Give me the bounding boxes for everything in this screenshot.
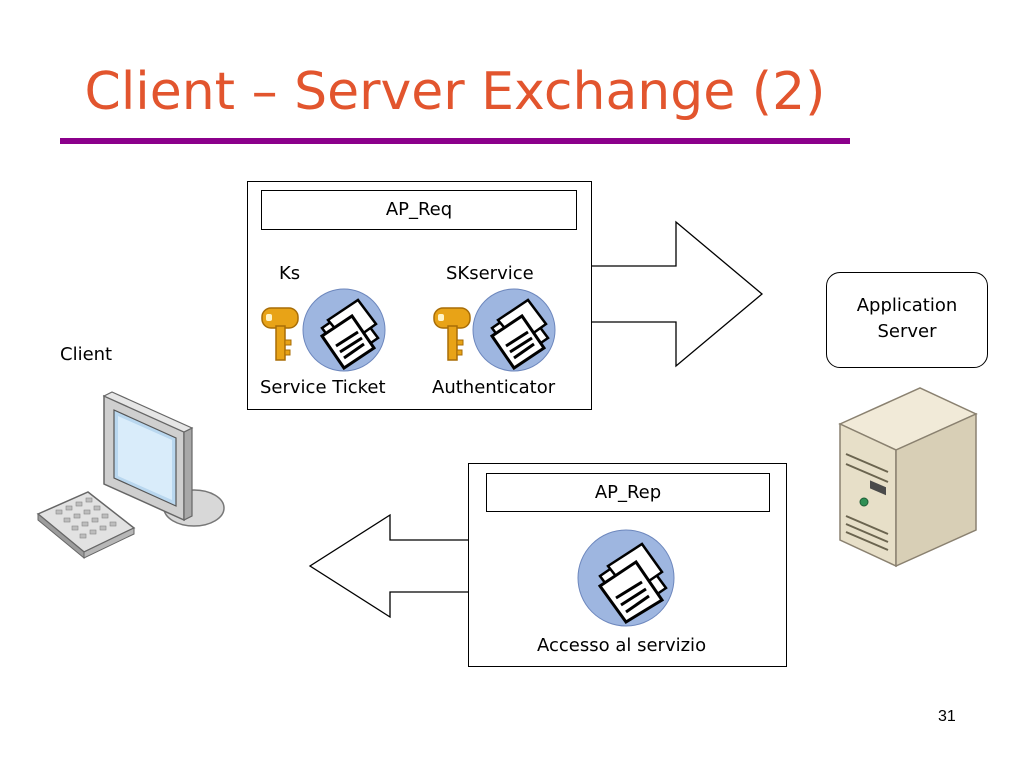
key-skservice-label: SKservice — [446, 263, 534, 284]
key-icon — [261, 307, 299, 361]
reply-title: AP_Rep — [486, 473, 770, 512]
authenticator-label: Authenticator — [432, 377, 556, 398]
service-ticket-label: Service Ticket — [260, 377, 386, 398]
page-number: 31 — [938, 708, 956, 725]
service-ticket-envelope-icon — [302, 288, 386, 372]
server-label-line1: Application — [856, 295, 958, 316]
application-server-label-box: Application Server — [826, 272, 988, 368]
server-label-line2: Server — [877, 321, 937, 342]
client-label: Client — [60, 344, 113, 365]
title-underline — [60, 138, 850, 144]
key-icon — [433, 307, 471, 361]
client-computer-icon — [36, 391, 225, 560]
server-tower-icon — [838, 387, 978, 568]
reply-arrow — [308, 513, 471, 619]
access-envelope-icon — [577, 529, 675, 627]
slide-title: Client – Server Exchange (2) — [84, 62, 826, 122]
access-label: Accesso al servizio — [537, 635, 707, 656]
key-ks-label: Ks — [279, 263, 301, 284]
request-arrow — [589, 220, 764, 368]
request-title: AP_Req — [261, 190, 577, 230]
authenticator-envelope-icon — [472, 288, 556, 372]
